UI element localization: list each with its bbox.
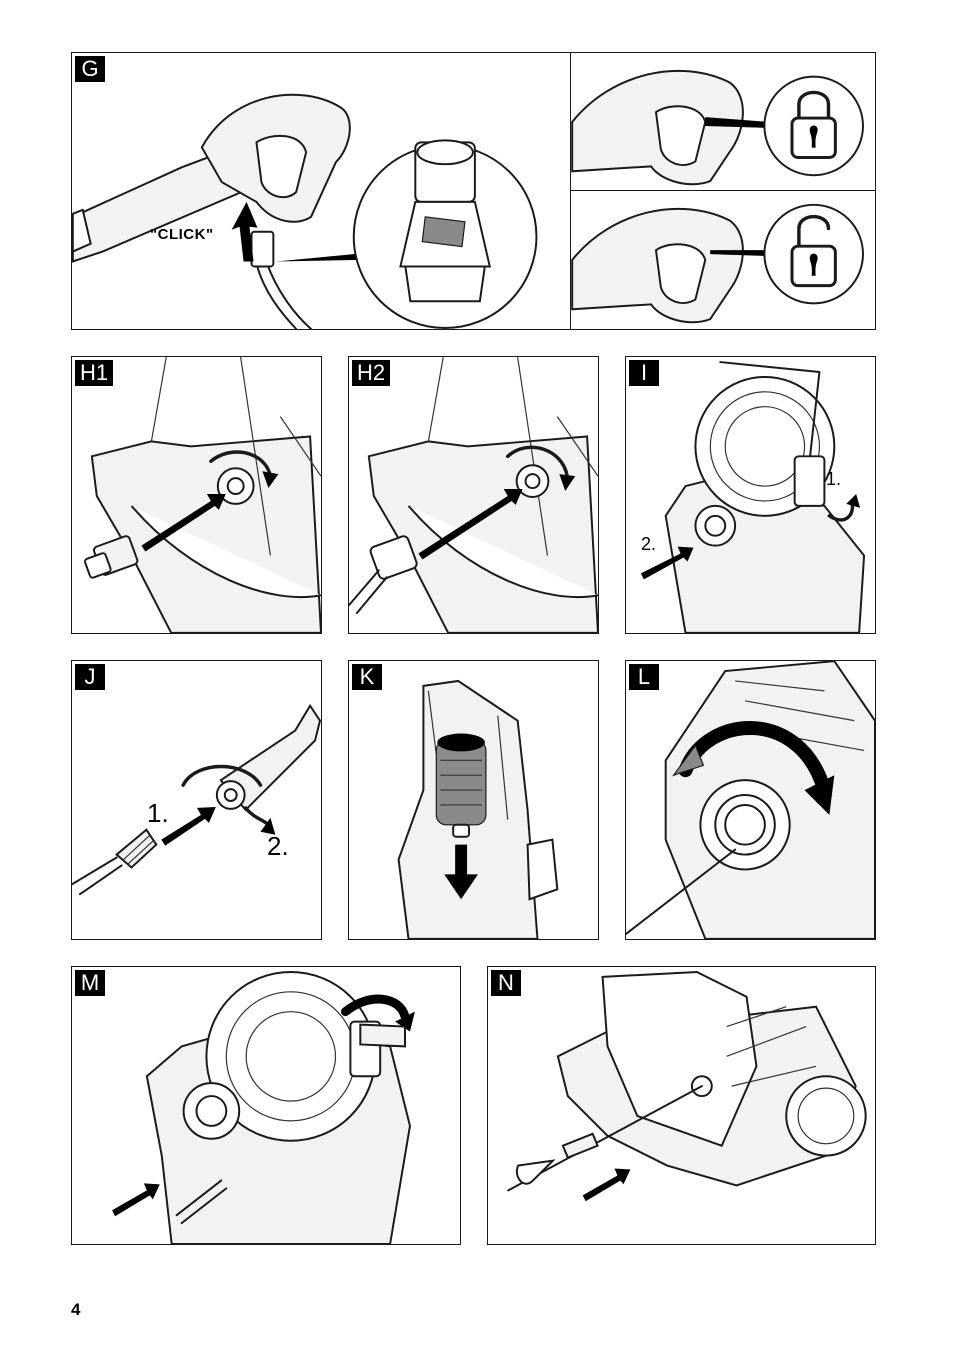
illustration-water-connector-h2 xyxy=(349,357,598,633)
illustration-spray-gun-connect xyxy=(72,53,570,329)
panel-label: N xyxy=(491,970,521,996)
page-number: 4 xyxy=(71,1300,80,1320)
panel-g-unlocked xyxy=(570,190,876,330)
panel-label: M xyxy=(75,970,105,996)
illustration-water-connector-h1 xyxy=(72,357,321,633)
panel-j: J 1. 2. xyxy=(71,660,322,940)
panel-g-locked xyxy=(570,52,876,192)
panel-label: I xyxy=(629,360,659,386)
illustration-filter-k xyxy=(349,661,598,939)
step-2-label: 2. xyxy=(641,534,656,555)
panel-label: J xyxy=(75,664,105,690)
step-2-label: 2. xyxy=(267,831,289,862)
panel-m: M xyxy=(71,966,461,1245)
step-1-label: 1. xyxy=(826,469,841,490)
illustration-hose-reel-i xyxy=(626,357,875,633)
panel-h1: H1 xyxy=(71,356,322,634)
panel-i: I 1. 2. xyxy=(625,356,876,634)
padlock-unlocked-icon xyxy=(571,191,875,329)
panel-label: G xyxy=(75,56,105,82)
panel-label: H2 xyxy=(352,360,390,386)
illustration-reel-crank-l xyxy=(626,661,875,939)
panel-label: L xyxy=(629,664,659,690)
step-1-label: 1. xyxy=(147,798,169,829)
panel-l: L xyxy=(625,660,876,940)
click-callout: "CLICK" xyxy=(150,226,214,243)
illustration-hose-remove-n xyxy=(488,967,875,1244)
illustration-nozzle-j xyxy=(72,661,321,939)
panel-g: G "CLICK" xyxy=(71,52,571,330)
padlock-locked-icon xyxy=(571,53,875,191)
illustration-reel-crank-m xyxy=(72,967,460,1244)
panel-h2: H2 xyxy=(348,356,599,634)
panel-label: K xyxy=(352,664,382,690)
panel-n: N xyxy=(487,966,876,1245)
panel-k: K xyxy=(348,660,599,940)
panel-label: H1 xyxy=(75,360,113,386)
